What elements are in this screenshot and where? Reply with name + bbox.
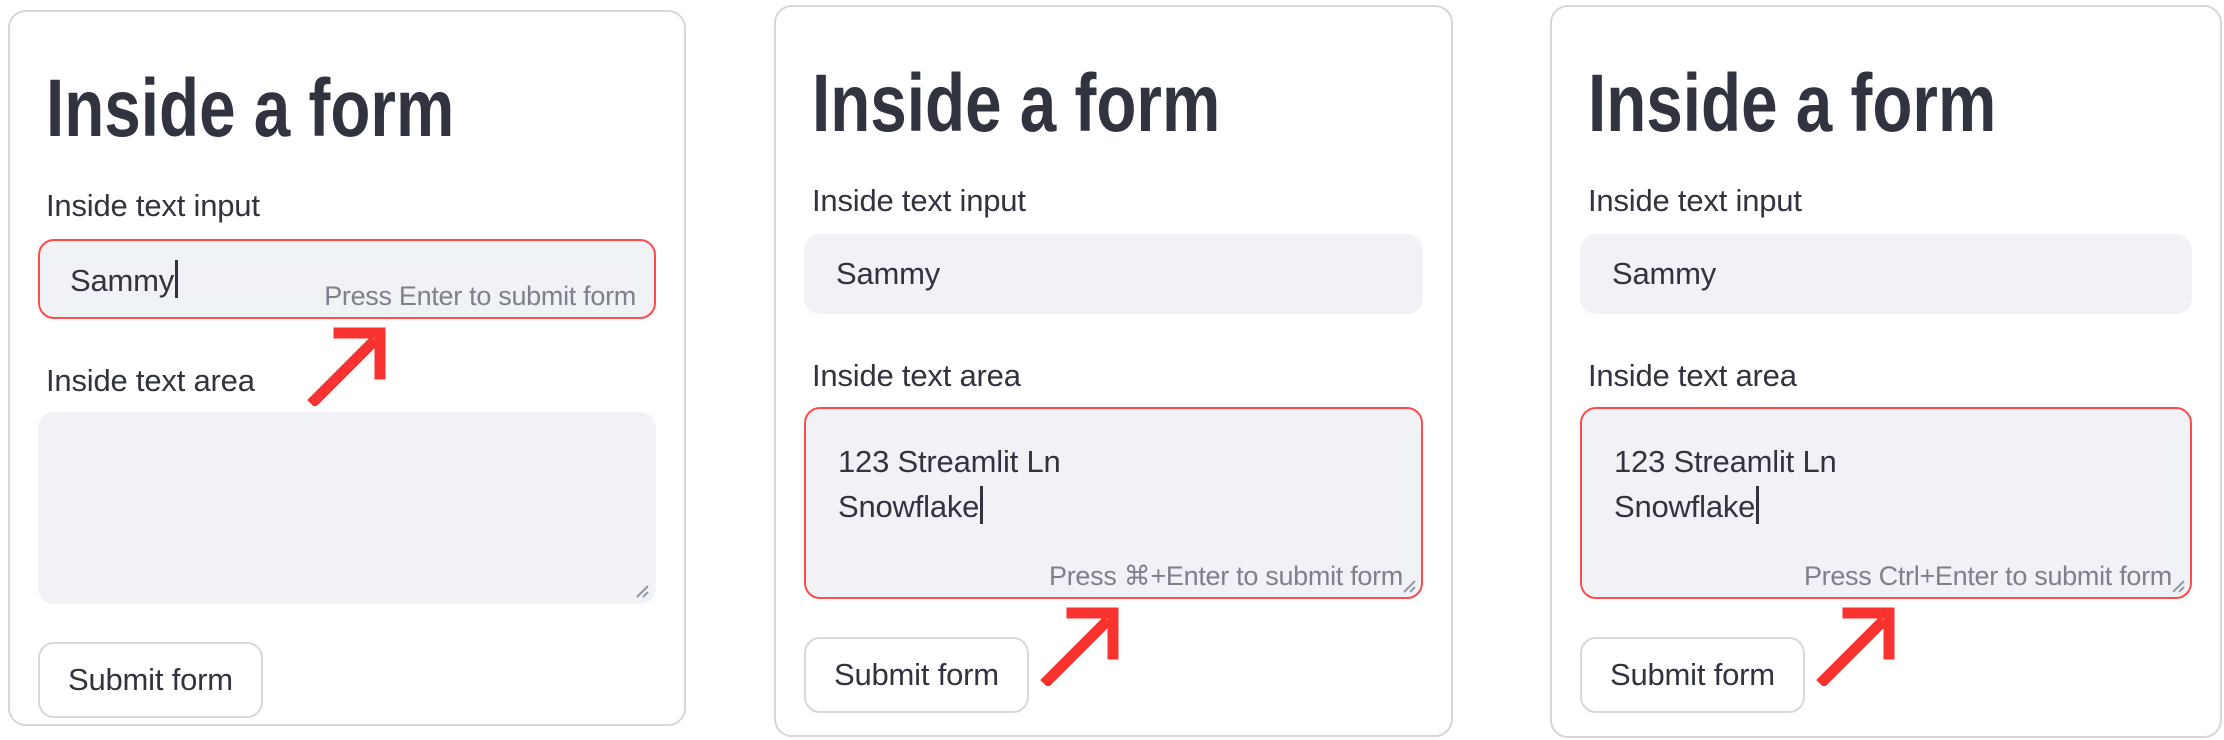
red-arrow-icon <box>1816 607 1895 686</box>
text-area-line: Snowflake <box>838 489 980 525</box>
submit-form-button[interactable]: Submit form <box>38 642 263 719</box>
text-area[interactable]: 123 Streamlit Ln Snowflake Press ⌘+Enter… <box>804 407 1423 600</box>
text-input-value: Sammy <box>70 262 175 298</box>
text-input[interactable]: Sammy <box>804 234 1423 315</box>
page-title: Inside a form <box>46 63 455 154</box>
resize-handle-icon[interactable] <box>2166 574 2186 594</box>
text-input-label: Inside text input <box>46 188 260 224</box>
submit-hint: Press Enter to submit form <box>324 281 636 312</box>
resize-handle-icon[interactable] <box>630 579 650 599</box>
text-caret <box>175 259 179 298</box>
text-area-line: 123 Streamlit Ln <box>1614 444 1837 480</box>
text-area-label: Inside text area <box>46 363 255 399</box>
red-arrow-icon <box>307 327 386 406</box>
text-caret <box>1756 486 1760 525</box>
text-input-value: Sammy <box>836 256 941 292</box>
form-card-cmd-enter: Inside a form Inside text input Sammy In… <box>774 5 1453 737</box>
resize-handle-icon[interactable] <box>1397 574 1417 594</box>
submit-hint: Press ⌘+Enter to submit form <box>1049 561 1403 592</box>
red-arrow-icon <box>1040 607 1119 686</box>
form-card-enter: Inside a form Inside text input Sammy Pr… <box>8 10 686 726</box>
text-caret <box>980 486 984 525</box>
submit-form-button[interactable]: Submit form <box>804 637 1029 714</box>
text-input-label: Inside text input <box>812 183 1026 219</box>
submit-hint: Press Ctrl+Enter to submit form <box>1803 561 2172 592</box>
submit-form-button[interactable]: Submit form <box>1580 637 1805 714</box>
page-title: Inside a form <box>812 58 1221 149</box>
form-card-ctrl-enter: Inside a form Inside text input Sammy In… <box>1550 5 2222 738</box>
text-area-line: Snowflake <box>1614 489 1756 525</box>
text-area[interactable] <box>38 412 656 605</box>
text-input[interactable]: Sammy <box>1580 234 2192 315</box>
text-area-label: Inside text area <box>812 358 1021 394</box>
text-input-value: Sammy <box>1612 256 1717 292</box>
text-area-label: Inside text area <box>1588 358 1797 394</box>
text-area[interactable]: 123 Streamlit Ln Snowflake Press Ctrl+En… <box>1580 407 2192 600</box>
text-input-label: Inside text input <box>1588 183 1802 219</box>
text-area-line: 123 Streamlit Ln <box>838 444 1061 480</box>
text-input[interactable]: Sammy Press Enter to submit form <box>38 239 656 320</box>
page-title: Inside a form <box>1588 58 1997 149</box>
